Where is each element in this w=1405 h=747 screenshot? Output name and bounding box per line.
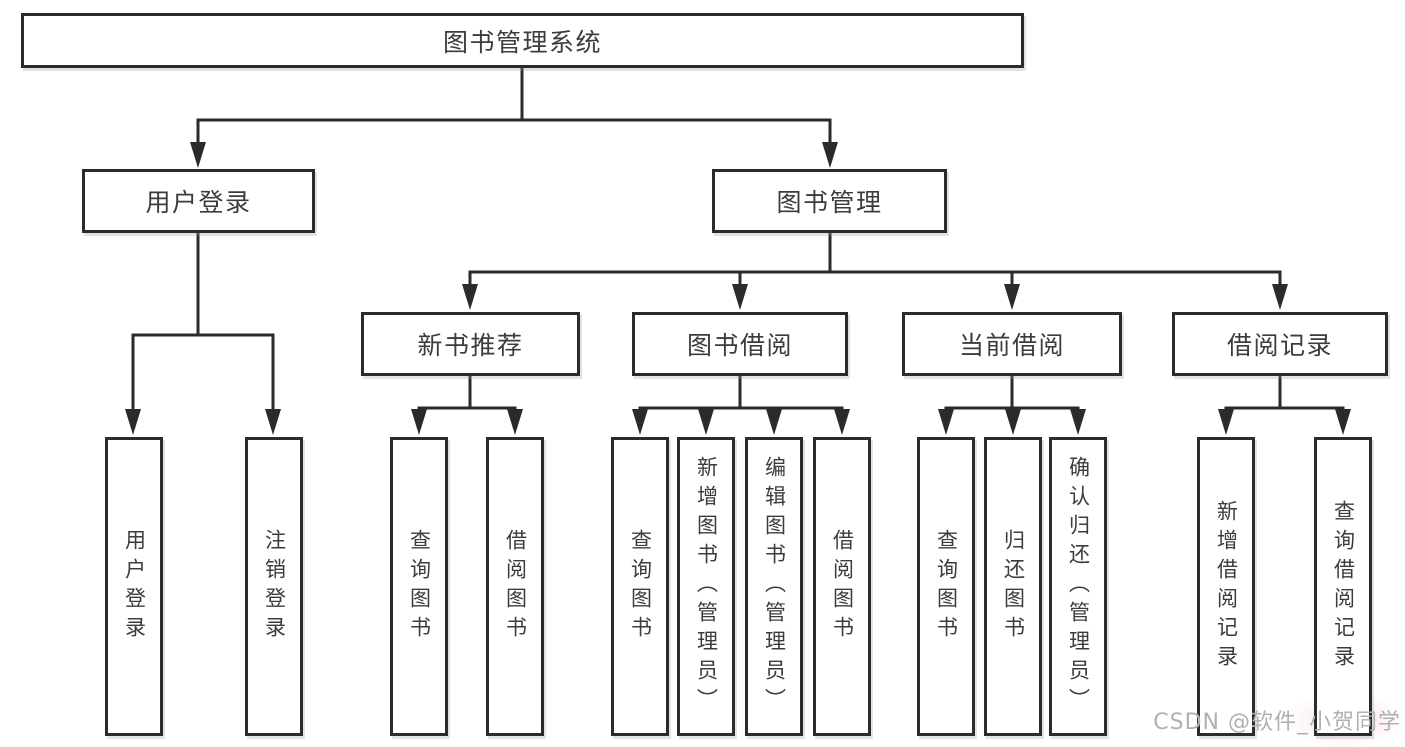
leaf-user-login: 用户登录 xyxy=(105,437,163,736)
leaf-newbook-query-books: 查询图书 xyxy=(390,437,448,736)
leaf-borrowing-borrow-books: 借阅图书 xyxy=(813,437,871,736)
arrowheads xyxy=(125,142,1351,435)
node-library-management-system: 图书管理系统 xyxy=(21,13,1024,68)
node-current-borrowing: 当前借阅 xyxy=(902,312,1122,376)
node-book-management: 图书管理 xyxy=(712,169,947,233)
csdn-watermark: CSDN @软件_小贺同学 xyxy=(1153,710,1401,735)
leaf-borrowing-add-books-admin: 新增图书（管理员） xyxy=(677,437,735,736)
leaf-records-add-borrow-record: 新增借阅记录 xyxy=(1197,437,1255,736)
leaf-logout-login: 注销登录 xyxy=(245,437,303,736)
leaf-borrowing-edit-books-admin: 编辑图书（管理员） xyxy=(745,437,803,736)
leaf-current-query-books: 查询图书 xyxy=(917,437,975,736)
node-user-login: 用户登录 xyxy=(82,169,315,233)
leaf-current-return-books: 归还图书 xyxy=(984,437,1042,736)
node-new-book-recommendation: 新书推荐 xyxy=(361,312,580,376)
leaf-current-confirm-return-admin: 确认归还（管理员） xyxy=(1049,437,1107,736)
leaf-newbook-borrow-books: 借阅图书 xyxy=(486,437,544,736)
node-borrowing-records: 借阅记录 xyxy=(1172,312,1388,376)
leaf-borrowing-query-books: 查询图书 xyxy=(611,437,669,736)
leaf-records-query-borrow-record: 查询借阅记录 xyxy=(1314,437,1372,736)
node-book-borrowing: 图书借阅 xyxy=(632,312,848,376)
